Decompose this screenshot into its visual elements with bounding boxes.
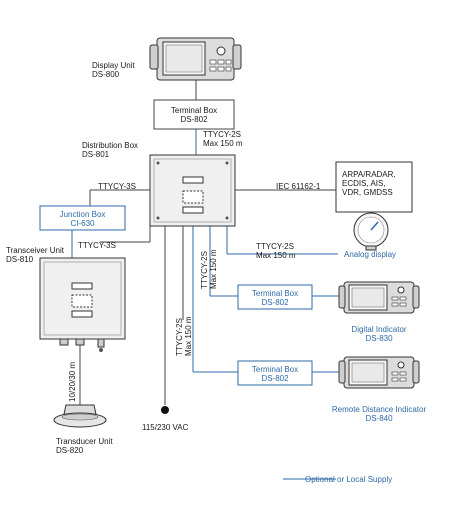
transceiver-unit-name: Transceiver Unit	[6, 246, 64, 255]
distribution-box-model: DS-801	[82, 150, 110, 159]
display-unit-name: Display Unit	[92, 61, 135, 70]
transducer-unit-model: DS-820	[56, 446, 84, 455]
cable-label-digital: TTYCY-2S Max 150 m	[200, 249, 218, 289]
cable-type: TTYCY-2S	[200, 251, 209, 289]
cable-max: Max 150 m	[203, 139, 243, 148]
legend-label: Optional or Local Supply	[305, 475, 393, 484]
digital-indicator-model: DS-830	[365, 334, 393, 343]
cable-type: TTYCY-2S	[256, 242, 294, 251]
junction-box-label: Junction Box CI-630	[40, 210, 125, 228]
distribution-box-label: Distribution Box DS-801	[82, 141, 138, 159]
external-systems-line-2: ECDIS, AIS,	[342, 179, 386, 188]
external-systems-line-3: VDR, GMDSS	[342, 188, 393, 197]
cable-max: Max 150 m	[256, 251, 296, 260]
terminal-box-top-model: DS-802	[180, 115, 208, 124]
cable-label-junction: TTYCY-3S	[78, 241, 116, 250]
terminal-box-remote-name: Terminal Box	[251, 365, 299, 374]
digital-indicator-name: Digital Indicator	[351, 325, 407, 334]
junction-box-model: CI-630	[70, 219, 95, 228]
distribution-box-name: Distribution Box	[82, 141, 139, 150]
cable-label-transceiver: TTYCY-3S	[98, 182, 136, 191]
cable-label-display: TTYCY-2S Max 150 m	[203, 130, 243, 148]
transducer-graphic	[53, 404, 107, 428]
cable-label-remote: TTYCY-2S Max 150 m	[175, 316, 193, 356]
terminal-box-digital-label: Terminal Box DS-802	[238, 289, 312, 307]
terminal-box-remote-frame	[237, 360, 313, 386]
terminal-box-remote-model: DS-802	[261, 374, 289, 383]
display-unit-graphic	[149, 37, 242, 81]
terminal-box-top-label: Terminal Box DS-802	[154, 106, 234, 124]
transducer-unit-name: Transducer Unit	[56, 437, 113, 446]
remote-indicator-label: Remote Distance Indicator DS-840	[314, 405, 444, 423]
digital-indicator-label: Digital Indicator DS-830	[329, 325, 429, 343]
terminal-box-top-name: Terminal Box	[170, 106, 218, 115]
analog-display-graphic	[353, 212, 389, 251]
terminal-box-digital-name: Terminal Box	[251, 289, 299, 298]
external-systems-label: ARPA/RADAR, ECDIS, AIS, VDR, GMDSS	[342, 170, 396, 197]
transceiver-unit-label: Transceiver Unit DS-810	[6, 246, 64, 264]
power-label: 115/230 VAC	[142, 423, 189, 432]
remote-indicator-graphic	[338, 356, 420, 389]
cable-type: TTYCY-2S	[175, 318, 184, 356]
digital-indicator-graphic	[338, 281, 420, 314]
terminal-box-digital-model: DS-802	[261, 298, 289, 307]
transducer-unit-label: Transducer Unit DS-820	[56, 437, 113, 455]
standard-cables	[79, 80, 336, 405]
cable-max: Max 150 m	[184, 316, 193, 356]
remote-indicator-name: Remote Distance Indicator	[331, 405, 427, 414]
transceiver-unit-model: DS-810	[6, 255, 34, 264]
junction-box-name: Junction Box	[59, 210, 106, 219]
cable-label-analog: TTYCY-2S Max 150 m	[256, 242, 296, 260]
terminal-box-digital-frame	[237, 284, 313, 310]
display-unit-label: Display Unit DS-800	[92, 61, 135, 79]
display-unit-model: DS-800	[92, 70, 120, 79]
iec-label: IEC 61162-1	[276, 182, 321, 191]
terminal-box-top-frame	[153, 99, 235, 130]
distribution-box-graphic	[149, 154, 236, 227]
external-systems-frame	[335, 161, 413, 213]
transceiver-unit-graphic	[39, 257, 126, 352]
analog-display-label: Analog display	[344, 250, 397, 259]
cable-max: Max 150 m	[209, 249, 218, 289]
cable-label-transducer: 10/20/30 m	[68, 361, 77, 402]
cable-type: TTYCY-2S	[203, 130, 241, 139]
external-systems-line-1: ARPA/RADAR,	[342, 170, 396, 179]
power-terminal	[161, 406, 169, 414]
remote-indicator-model: DS-840	[365, 414, 393, 423]
terminal-box-remote-label: Terminal Box DS-802	[238, 365, 312, 383]
junction-box-frame	[39, 205, 126, 231]
